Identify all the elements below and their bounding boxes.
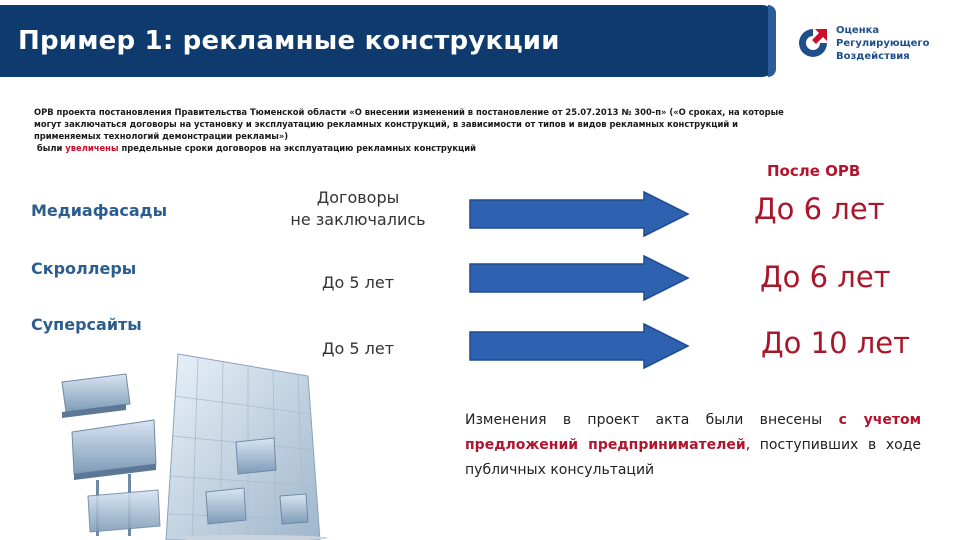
- intro-line-1: ОРВ проекта постановления Правительства …: [34, 107, 784, 117]
- before-line-2: не заключались: [290, 210, 426, 229]
- intro-line-4: были увеличены предельные сроки договоро…: [34, 142, 894, 154]
- note-part-2: , поступивших в ходе публичных консульта…: [465, 437, 921, 478]
- after-orv-label: После ОРВ: [767, 162, 861, 180]
- orv-logo-text: Оценка Регулирующего Воздействия: [836, 24, 930, 63]
- intro-text: ОРВ проекта постановления Правительства …: [34, 106, 894, 154]
- building-billboards-illustration: [61, 353, 328, 540]
- page-title: Пример 1: рекламные конструкции: [18, 26, 560, 56]
- intro-line-3: применяемых технологий демонстрации рекл…: [34, 131, 289, 141]
- logo-line-3: Воздействия: [836, 51, 910, 62]
- arrow-right-icon: [469, 254, 690, 302]
- arrow-right-icon: [469, 322, 690, 370]
- intro-line-2: могут заключаться договоры на установку …: [34, 119, 739, 129]
- intro-prefix: были: [36, 143, 63, 153]
- note-text: Изменения в проект акта были внесены с у…: [465, 408, 921, 483]
- logo-line-1: Оценка: [836, 25, 880, 36]
- category-scrollers: Скроллеры: [31, 259, 137, 278]
- note-part-1: Изменения в проект акта были внесены: [465, 412, 823, 428]
- orv-logo-icon: [799, 29, 827, 57]
- before-value-row-3: До 5 лет: [321, 339, 395, 358]
- after-value-row-2: До 6 лет: [760, 260, 891, 294]
- note-highlight: с учетом предложений предпринимателей: [465, 412, 922, 453]
- after-value-row-3: До 10 лет: [761, 326, 911, 360]
- intro-suffix: предельные сроки договоров на эксплуатац…: [121, 143, 477, 153]
- before-value-row-1: Договоры не заключались: [278, 187, 438, 231]
- before-line-1: Договоры: [316, 188, 400, 207]
- after-value-row-1: До 6 лет: [754, 192, 885, 226]
- orv-logo: Оценка Регулирующего Воздействия: [796, 20, 956, 66]
- header-bar: [0, 5, 776, 77]
- logo-line-2: Регулирующего: [836, 38, 930, 49]
- intro-highlight: увеличены: [65, 143, 119, 153]
- category-mediafacades: Медиафасады: [31, 201, 168, 220]
- before-value-row-2: До 5 лет: [321, 273, 395, 292]
- category-supersites: Суперсайты: [31, 315, 142, 334]
- arrow-right-icon: [469, 190, 690, 238]
